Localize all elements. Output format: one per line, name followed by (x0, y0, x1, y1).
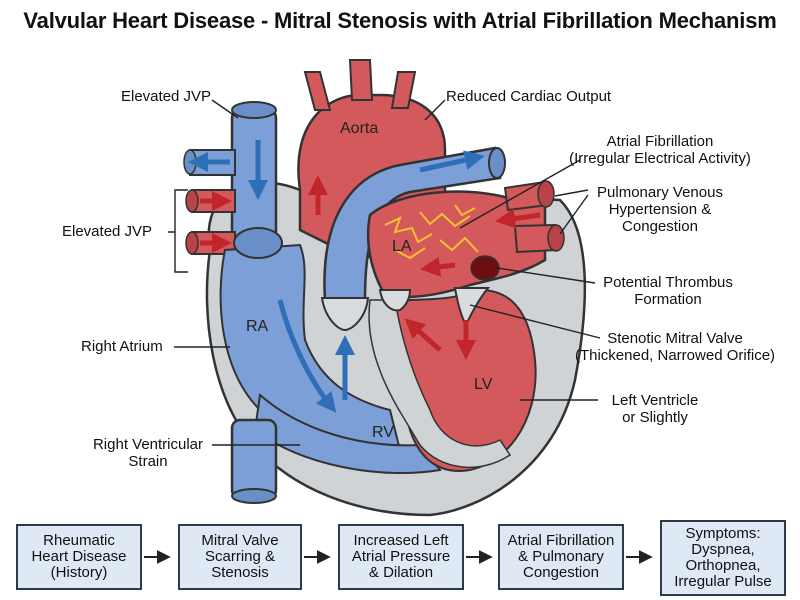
label-afib: Atrial Fibrillation (Irregular Electrica… (555, 133, 765, 167)
label-right-atrium: Right Atrium (81, 338, 163, 355)
flow-step-afib: Atrial Fibrillation & Pulmonary Congesti… (498, 524, 624, 590)
flow-step-scarring: Mitral Valve Scarring & Stenosis (178, 524, 302, 590)
heart-diagram (168, 59, 601, 517)
label-afib-line2: (Irregular Electrical Activity) (569, 150, 751, 167)
label-stenotic-valve-line2: (Thickened, Narrowed Orifice) (574, 347, 776, 364)
label-pvh: Pulmonary Venous Hypertension & Congesti… (590, 184, 730, 235)
flow-step-rheumatic: Rheumatic Heart Disease (History) (16, 524, 142, 590)
label-left-ventricle-line2: or Slightly (622, 409, 688, 426)
aorta-branch-3 (390, 71, 417, 109)
label-reduced-output: Reduced Cardiac Output (446, 88, 612, 105)
thrombus (470, 255, 500, 281)
label-elevated-jvp-side: Elevated JVP (62, 223, 153, 240)
label-elevated-jvp-top: Elevated JVP (121, 88, 212, 105)
aorta-branch-2 (348, 59, 374, 101)
inferior-vena-cava (230, 418, 278, 500)
afib-sparks (384, 204, 479, 260)
label-afib-line1: Atrial Fibrillation (606, 133, 714, 150)
label-pvh-line1: Pulmonary Venous (597, 184, 723, 201)
chamber-label-lv: LV (474, 376, 493, 393)
right-ventricle (253, 393, 442, 475)
label-stenotic-valve: Stenotic Mitral Valve (Thickened, Narrow… (565, 330, 785, 364)
label-rv-strain-line1: Right Ventricular (92, 436, 204, 453)
chamber-label-aorta: Aorta (340, 120, 379, 137)
aorta-branch-1 (303, 71, 332, 111)
chamber-label-rv: RV (372, 424, 394, 441)
label-pvh-line3: Congestion (622, 218, 698, 235)
label-thrombus-line2: Formation (634, 291, 702, 308)
page-title: Valvular Heart Disease - Mitral Stenosis… (23, 8, 777, 33)
label-thrombus: Potential Thrombus Formation (593, 274, 743, 308)
flowchart-arrows (144, 550, 653, 564)
flow-step-pressure: Increased Left Atrial Pressure & Dilatio… (338, 524, 464, 590)
label-thrombus-line1: Potential Thrombus (603, 274, 733, 291)
flow-step-symptoms: Symptoms: Dyspnea, Orthopnea, Irregular … (660, 520, 786, 596)
label-rv-strain-line2: Strain (128, 453, 168, 470)
pulmonic-valve (320, 297, 370, 332)
label-rv-strain: Right Ventricular Strain (78, 436, 218, 470)
label-stenotic-valve-line1: Stenotic Mitral Valve (607, 330, 743, 347)
chamber-label-ra: RA (246, 318, 269, 335)
chamber-label-la: LA (392, 238, 412, 255)
aortic-valve (378, 289, 412, 312)
label-left-ventricle: Left Ventricle or Slightly (600, 392, 710, 426)
label-pvh-line2: Hypertension & (608, 201, 712, 218)
label-left-ventricle-line1: Left Ventricle (611, 392, 699, 409)
